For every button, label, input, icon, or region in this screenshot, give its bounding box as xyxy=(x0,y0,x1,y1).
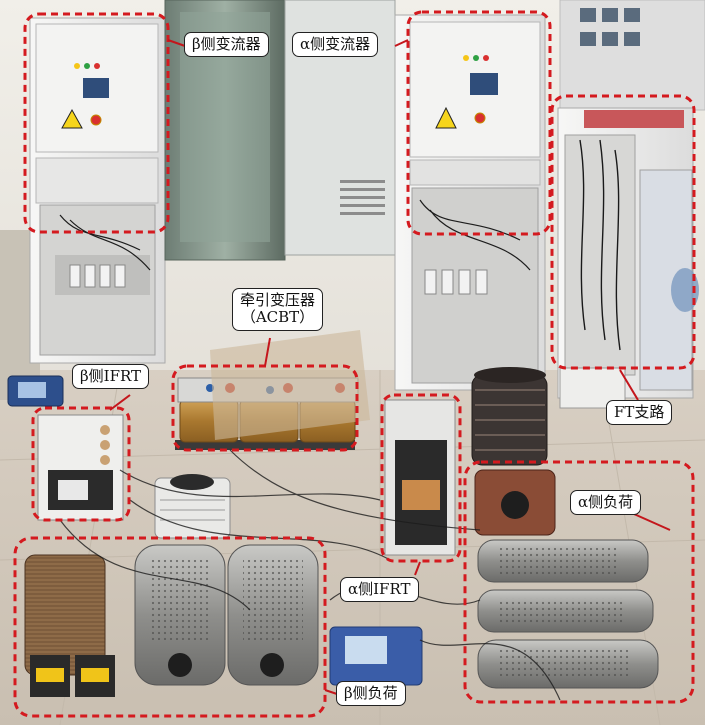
highlight-zones xyxy=(13,10,696,718)
alpha-ifrt-transformer xyxy=(384,399,456,556)
label-alpha-converter-text: α侧变流器 xyxy=(300,35,371,53)
label-alpha-load-text: α侧负荷 xyxy=(578,493,634,511)
label-ft-branch: FT支路 xyxy=(606,400,673,426)
zone-alpha-ifrt xyxy=(380,393,462,563)
label-beta-ifrt: β侧IFRT xyxy=(72,364,150,390)
alpha-resistor-bank xyxy=(477,539,659,689)
warning-triangle-icon xyxy=(61,108,83,129)
zone-beta-converter xyxy=(23,12,170,234)
beta-load xyxy=(24,544,319,697)
background-rack-meters xyxy=(580,8,640,46)
zone-beta-ifrt xyxy=(31,406,131,522)
label-beta-load: β侧负荷 xyxy=(336,681,406,707)
label-alpha-load: α侧负荷 xyxy=(570,490,642,516)
warning-triangle-icon xyxy=(435,106,457,129)
beta-display-panel xyxy=(83,78,109,98)
alpha-converter-cabinet xyxy=(394,14,546,391)
label-beta-converter: β侧变流器 xyxy=(184,32,269,58)
label-traction-transformer-line2: （ACBT） xyxy=(240,308,315,327)
variac-tower xyxy=(471,367,548,466)
label-beta-load-text: β侧负荷 xyxy=(344,684,398,702)
label-beta-ifrt-text: β侧IFRT xyxy=(80,367,142,385)
zone-beta-load xyxy=(13,536,327,718)
label-alpha-ifrt: α侧IFRT xyxy=(340,577,419,603)
emergency-stop-icon xyxy=(90,114,102,126)
emergency-stop-icon xyxy=(474,112,486,124)
zone-ft-branch xyxy=(550,94,696,370)
label-alpha-ifrt-text: α侧IFRT xyxy=(348,580,411,598)
alpha-display-panel xyxy=(470,73,498,95)
label-traction-transformer-line1: 牵引变压器 xyxy=(240,291,316,309)
wooden-board xyxy=(210,330,370,440)
label-traction-transformer: 牵引变压器 （ACBT） xyxy=(232,288,324,331)
beta-converter-cabinet xyxy=(29,17,166,364)
label-beta-converter-text: β侧变流器 xyxy=(192,35,261,53)
zone-alpha-converter xyxy=(406,10,552,236)
alpha-load xyxy=(474,469,659,689)
label-ft-branch-text: FT支路 xyxy=(614,403,665,421)
beta-ifrt-transformer xyxy=(37,414,124,521)
label-alpha-converter: α侧变流器 xyxy=(292,32,379,58)
ft-branch-cabinet xyxy=(557,107,699,409)
zone-alpha-load xyxy=(463,460,695,704)
